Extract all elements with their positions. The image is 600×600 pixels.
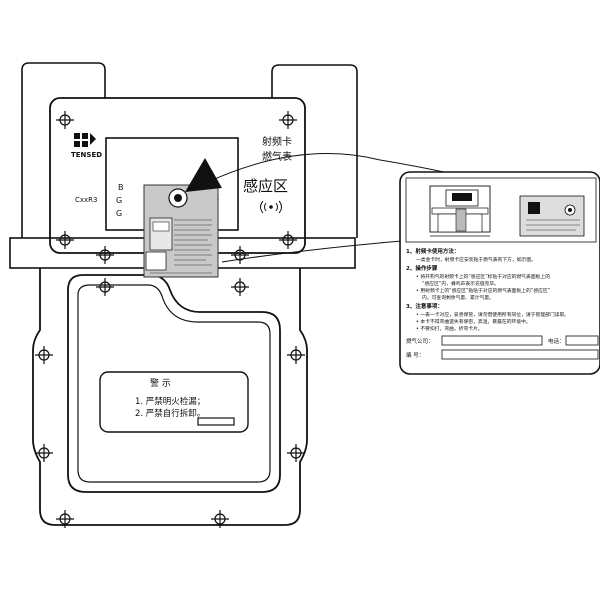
display-char-g1: G bbox=[116, 196, 122, 205]
card-section3-line2: • 本卡不得弯曲遗失有保密，高温，暴露在的环境中。 bbox=[416, 318, 531, 325]
right-pipe-connector bbox=[271, 64, 358, 238]
card-section2-line4: 内，可查询剩余气量、累计气量。 bbox=[422, 294, 494, 301]
card-section3-title: 3、注意事项： bbox=[406, 302, 443, 310]
number-field bbox=[441, 349, 599, 360]
screw-crosshair-icon bbox=[287, 346, 305, 364]
mini-card-illustration bbox=[519, 195, 585, 237]
meter-face-inner bbox=[77, 284, 271, 483]
company-field-label: 燃气公司： bbox=[406, 337, 434, 345]
screw-crosshair-icon bbox=[231, 246, 249, 264]
warning-line1: 1. 严禁明火检漏； bbox=[135, 396, 205, 407]
warning-label bbox=[99, 371, 249, 433]
card-text-lines bbox=[150, 219, 212, 274]
brand-name: TENSED bbox=[71, 151, 102, 159]
card-section2-line1: • 将开购气的射频卡上的“感应区”标贴于对应的燃气表面板上的 bbox=[416, 273, 550, 280]
card-sensor-dot bbox=[174, 194, 182, 202]
screw-crosshair-icon bbox=[279, 231, 297, 249]
screw-crosshair-icon bbox=[56, 510, 74, 528]
rf-signal-icon bbox=[260, 200, 282, 214]
card-section2-line2: “感应区”内，蜂鸣声表示充值完毕。 bbox=[422, 280, 499, 287]
brand-logo-icon bbox=[74, 133, 96, 147]
phone-field-label: 电话： bbox=[548, 337, 565, 345]
warning-slot bbox=[197, 417, 235, 426]
screw-crosshair-icon bbox=[35, 346, 53, 364]
phone-field bbox=[565, 335, 599, 346]
mini-meter-illustration bbox=[429, 185, 491, 237]
card-section2-title: 2、操作步骤 bbox=[406, 264, 438, 272]
card-section2-line3: • 用射频卡上的“感应区”贴贴于对应的燃气表面板上的“感应区” bbox=[416, 287, 551, 294]
card-section1-title: 1、射频卡使用方法： bbox=[406, 247, 459, 255]
title-line1: 射频卡 bbox=[262, 135, 292, 148]
number-field-label: 编 号： bbox=[406, 351, 424, 359]
insert-arrow-icon bbox=[185, 158, 222, 192]
display-char-b: B bbox=[118, 183, 124, 192]
panel-contents: TENSED CxxR3 B G G α m³ 射频卡 燃气表 感应区 bbox=[71, 133, 292, 419]
instruction-card: 1、射频卡使用方法： 一类金卡时，射频卡应安装贴于燃气表有下方，如示图。 2、操… bbox=[399, 171, 600, 375]
card-section3-line3: • 不要扣打，弯曲，折弯卡片。 bbox=[416, 325, 483, 332]
screw-crosshair-icon bbox=[96, 278, 114, 296]
card-section1-line1: 一类金卡时，射频卡应安装贴于燃气表有下方，如示图。 bbox=[416, 256, 536, 263]
title-line2: 燃气表 bbox=[262, 150, 292, 163]
screw-crosshair-icon bbox=[231, 278, 249, 296]
meter-face-outline bbox=[67, 274, 281, 493]
display-char-g2: G bbox=[116, 209, 122, 218]
screw-crosshair-icon bbox=[211, 510, 229, 528]
screw-crosshair-icon bbox=[56, 231, 74, 249]
card-section3-line1: • 一表一卡对应，妥善保管，请勿借使用所有同位，请于管理部门读取。 bbox=[416, 311, 569, 318]
warning-line2: 2. 严禁自行拆卸。 bbox=[135, 408, 205, 419]
sensor-zone-label: 感应区 bbox=[243, 177, 288, 195]
meter-body bbox=[9, 62, 358, 526]
screw-crosshair-icon bbox=[287, 444, 305, 462]
screw-crosshair-icon bbox=[35, 444, 53, 462]
screw-crosshair-icon bbox=[96, 246, 114, 264]
screw-markers bbox=[35, 111, 305, 528]
card-mini-face bbox=[145, 251, 167, 271]
screw-crosshair-icon bbox=[279, 111, 297, 129]
lower-body bbox=[32, 268, 308, 526]
warning-title: 警 示 bbox=[150, 377, 171, 389]
company-field bbox=[441, 335, 543, 346]
left-pipe-connector bbox=[21, 62, 106, 105]
model-code: CxxR3 bbox=[75, 196, 98, 204]
screw-crosshair-icon bbox=[56, 111, 74, 129]
